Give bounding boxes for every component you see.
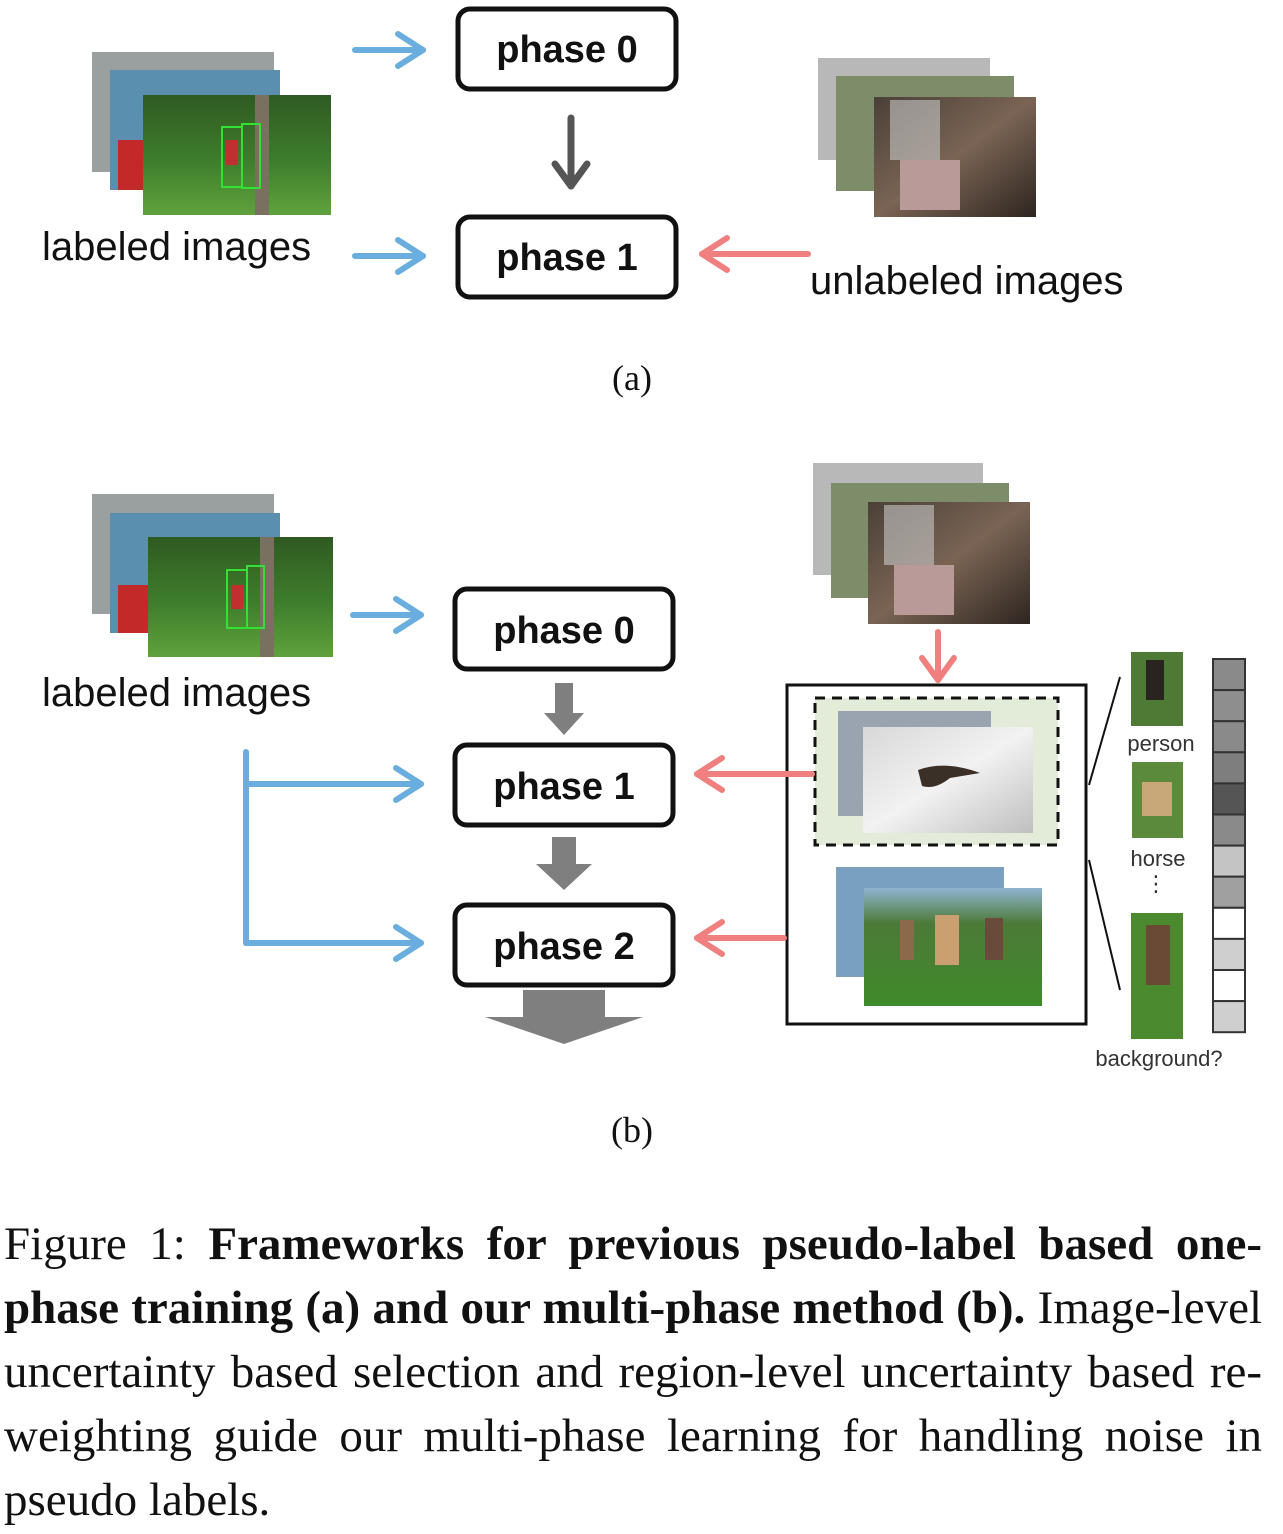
selected-arrow-b2 — [694, 919, 787, 957]
phase-box-b1: phase 1 — [452, 742, 676, 828]
uncertainty-cell — [1212, 906, 1246, 940]
uncertainty-cell — [1212, 658, 1246, 692]
phase-down-arrow-a — [551, 114, 591, 190]
uncertainty-cell — [1212, 782, 1246, 816]
labeled-branch-arrows-b — [243, 749, 424, 962]
zoom-line-bottom — [1088, 859, 1121, 991]
phase-label-a0: phase 0 — [496, 29, 638, 71]
region-label-background: background? — [1095, 1046, 1222, 1071]
unlabeled-image-stack-b — [813, 463, 1030, 624]
phase-block-arrow-b1 — [536, 837, 592, 890]
region-label-ellipsis: ⋮ — [1145, 871, 1167, 896]
caption-title: Frameworks for previous pseudo-label bas… — [4, 1218, 1262, 1334]
panel-b-label: (b) — [611, 1110, 653, 1150]
phase-box-b0: phase 0 — [452, 586, 676, 672]
unlabeled-images-label-a: unlabeled images — [810, 259, 1124, 303]
unlabeled-arrow-a — [699, 235, 811, 273]
labeled-image-stack-a — [92, 52, 331, 215]
labeled-arrow-a0 — [352, 31, 426, 69]
uncertainty-cell — [1212, 937, 1246, 972]
phase-box-a0: phase 0 — [455, 6, 679, 92]
uncertainty-cell — [1212, 720, 1246, 754]
panel-b: labeled images phase 0 phase 1 — [42, 463, 1246, 1150]
uncertainty-cell — [1212, 813, 1246, 847]
region-crop-horse — [1132, 762, 1183, 838]
labeled-images-label-b: labeled images — [42, 671, 311, 715]
labeled-arrow-b0 — [350, 596, 424, 634]
labeled-images-label-a: labeled images — [42, 225, 311, 269]
unlabeled-image-stack-a — [818, 58, 1036, 217]
selected-image-panel — [785, 683, 1088, 1026]
panel-a: labeled images phase 0 phase 1 — [42, 6, 1124, 398]
zoom-line-top — [1088, 676, 1121, 786]
uncertainty-cell — [1212, 844, 1246, 878]
unlabeled-down-arrow-b — [919, 629, 957, 683]
uncertainty-cell — [1212, 875, 1246, 909]
region-crop-background — [1131, 913, 1183, 1039]
uncertainty-cell — [1212, 969, 1246, 1003]
phase-block-arrow-b0 — [544, 683, 584, 735]
phase-label-b2: phase 2 — [493, 926, 635, 968]
phase-box-b2: phase 2 — [452, 902, 676, 988]
caption-prefix: Figure 1: — [4, 1218, 186, 1270]
uncertainty-cell — [1212, 1000, 1246, 1034]
caption-body: Image-level uncertainty based selection … — [4, 1282, 1262, 1526]
labeled-arrow-a1 — [352, 237, 426, 275]
region-label-horse: horse — [1130, 846, 1185, 871]
uncertainty-cell — [1212, 751, 1246, 785]
phase-label-b1: phase 1 — [493, 766, 635, 808]
selected-arrow-b1 — [694, 755, 815, 793]
uncertainty-weight-bar — [1212, 658, 1246, 1034]
region-label-person: person — [1127, 731, 1194, 756]
labeled-image-stack-b — [92, 494, 333, 657]
region-crop-person — [1131, 652, 1183, 726]
phase-box-a1: phase 1 — [455, 214, 679, 300]
figure-caption: Figure 1: Frameworks for previous pseudo… — [4, 1212, 1262, 1532]
phase-label-a1: phase 1 — [496, 237, 638, 279]
phase-block-arrow-b2 — [485, 990, 643, 1044]
uncertainty-cell — [1212, 689, 1246, 723]
panel-a-label: (a) — [612, 358, 652, 398]
phase-label-b0: phase 0 — [493, 610, 635, 652]
figure-diagram: labeled images phase 0 phase 1 — [42, 6, 1246, 1150]
